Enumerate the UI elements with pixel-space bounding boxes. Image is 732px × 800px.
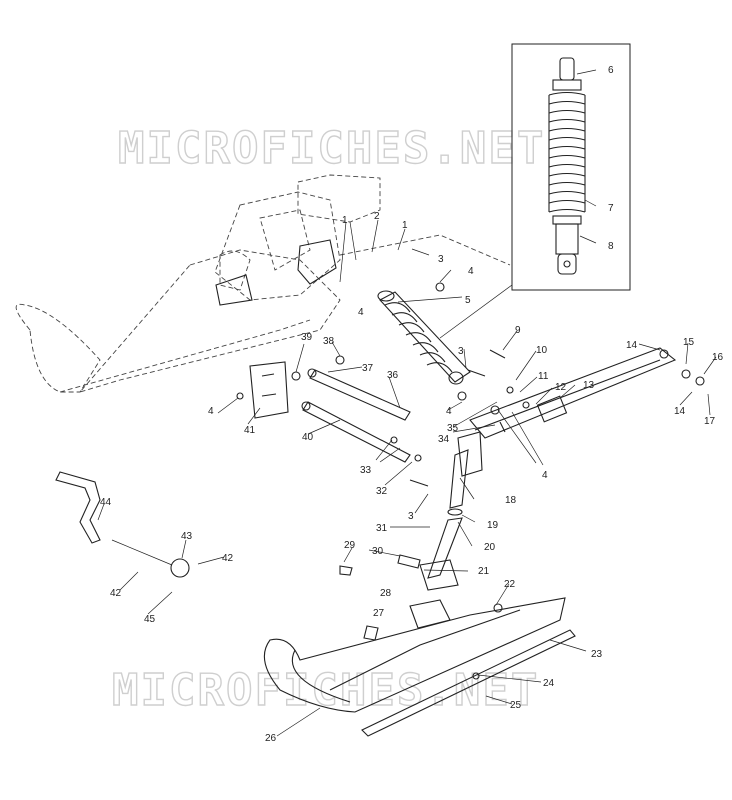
- callout-9: 9: [515, 325, 521, 336]
- callout-4d: 4: [446, 406, 452, 417]
- callout-34: 34: [438, 434, 450, 445]
- spindle: [419, 449, 469, 591]
- shock-spring: [548, 91, 586, 213]
- callout-36: 36: [387, 370, 399, 381]
- callout-27: 27: [373, 608, 385, 619]
- callout-1b: 1: [402, 220, 408, 231]
- callout-45: 45: [144, 614, 156, 625]
- callout-28: 28: [380, 588, 392, 599]
- callout-32: 32: [376, 486, 388, 497]
- callout-13: 13: [583, 380, 595, 391]
- callout-18: 18: [505, 495, 517, 506]
- callout-15: 15: [683, 337, 695, 348]
- callout-42b: 42: [222, 553, 234, 564]
- callout-14a: 14: [626, 340, 638, 351]
- callout-8: 8: [608, 241, 614, 252]
- watermark-bottom: MICROFICHES.NET: [112, 665, 539, 716]
- trailing-arm: [457, 347, 677, 477]
- callout-24: 24: [543, 678, 555, 689]
- callout-17: 17: [704, 416, 716, 427]
- callout-30: 30: [372, 546, 384, 557]
- ski: [263, 597, 576, 737]
- bracket-41: [249, 361, 289, 419]
- callout-7: 7: [608, 203, 614, 214]
- callout-3b: 3: [458, 346, 464, 357]
- callout-4b: 4: [358, 307, 364, 318]
- radius-rod-upper: [307, 368, 411, 421]
- callout-11: 11: [538, 371, 549, 382]
- callout-12: 12: [555, 382, 567, 393]
- callout-40: 40: [302, 432, 314, 443]
- callout-29: 29: [344, 540, 356, 551]
- callout-14b: 14: [674, 406, 686, 417]
- callout-4e: 4: [542, 470, 548, 481]
- callout-42a: 42: [110, 588, 122, 599]
- callout-5: 5: [465, 295, 471, 306]
- callout-19: 19: [487, 520, 499, 531]
- callout-26: 26: [265, 733, 277, 744]
- callout-20: 20: [484, 542, 496, 553]
- steering-arm-44: [55, 471, 101, 544]
- callout-38: 38: [323, 336, 335, 347]
- hardware: [236, 282, 705, 680]
- callout-10: 10: [536, 345, 548, 356]
- callout-33: 33: [360, 465, 372, 476]
- callout-4a: 4: [468, 266, 474, 277]
- callout-21: 21: [478, 566, 490, 577]
- callout-1a: 1: [342, 215, 348, 226]
- radius-rod-lower: [301, 401, 411, 463]
- front-shock-assembly: [377, 290, 471, 385]
- ski-saddle: [409, 599, 451, 629]
- callout-23: 23: [591, 649, 603, 660]
- callout-25: 25: [510, 700, 522, 711]
- chassis-outline: [15, 174, 511, 393]
- callout-4c: 4: [208, 406, 214, 417]
- callout-41: 41: [244, 425, 256, 436]
- leader-lines: [97, 69, 717, 737]
- callout-2: 2: [374, 211, 380, 222]
- callout-39: 39: [301, 332, 313, 343]
- callout-6: 6: [608, 65, 614, 76]
- callout-3a: 3: [438, 254, 444, 265]
- callout-43: 43: [181, 531, 193, 542]
- tie-rod-end-43: [170, 558, 190, 578]
- callout-37: 37: [362, 363, 374, 374]
- callout-3c: 3: [408, 511, 414, 522]
- watermark-top: MICROFICHES.NET: [118, 123, 545, 174]
- callout-22: 22: [504, 579, 516, 590]
- callout-16: 16: [712, 352, 724, 363]
- callout-numbers: 1 1 2 3 3 3 4 4 4 4 4 5 6 7 8 9 10 11 12…: [100, 65, 724, 744]
- callout-44: 44: [100, 497, 112, 508]
- callout-31: 31: [376, 523, 388, 534]
- shock-detail-inset: [511, 43, 631, 291]
- callout-35: 35: [447, 423, 459, 434]
